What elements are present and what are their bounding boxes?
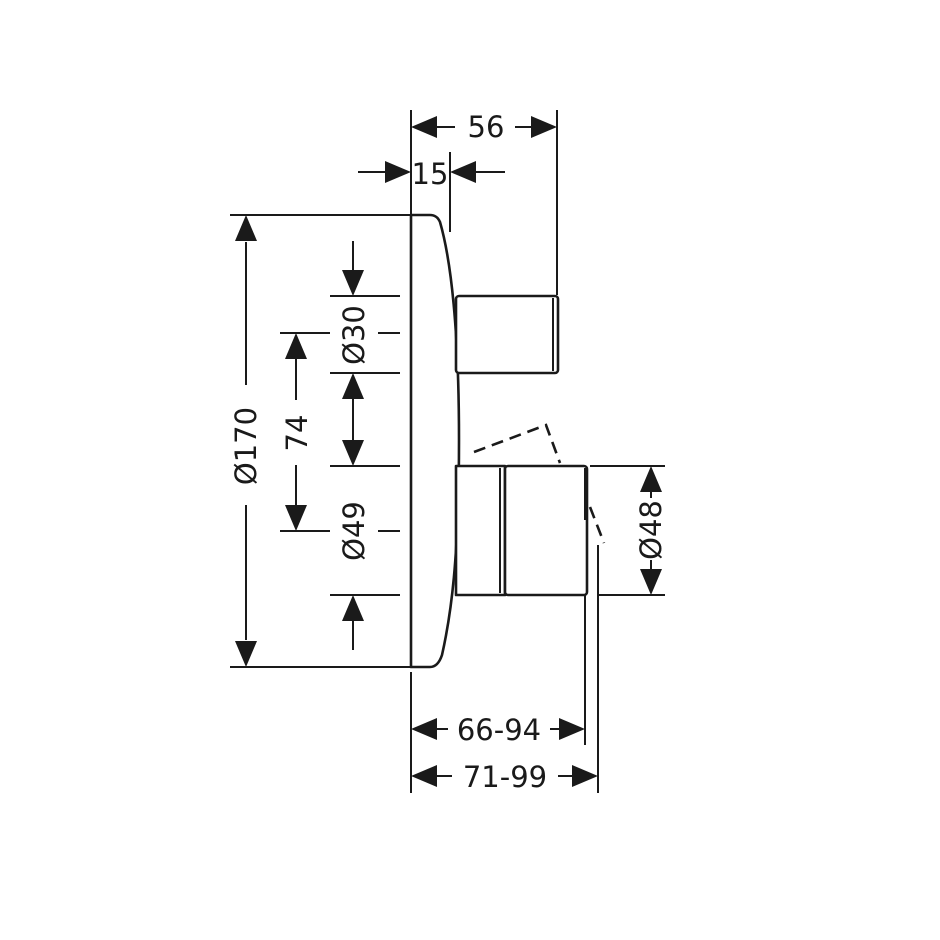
arrow-7199-left [411, 765, 437, 787]
lower-knob-body [454, 464, 507, 597]
arrow-30-bottom [342, 373, 364, 399]
arrow-15-left [385, 161, 411, 183]
wall-plate [409, 213, 461, 669]
top-knob [454, 294, 560, 375]
dim-30-label: Ø30 [337, 305, 371, 365]
arrow-15-right [450, 161, 476, 183]
dim-7199-label: 71-99 [463, 760, 547, 794]
arrow-48-bottom [640, 569, 662, 595]
arrow-56-right [531, 116, 557, 138]
arrow-48-top [640, 466, 662, 492]
dim-74-label: 74 [280, 415, 314, 452]
dim-48-label: Ø48 [634, 500, 668, 560]
arrow-49-top [342, 440, 364, 466]
arrow-56-left [411, 116, 437, 138]
arrow-170-bottom [235, 641, 257, 667]
dim-49-label: Ø49 [337, 501, 371, 561]
arrow-7199-right [572, 765, 598, 787]
dim-56-label: 56 [468, 110, 505, 144]
arrow-74-top [285, 333, 307, 359]
arrow-49-bottom [342, 595, 364, 621]
arrow-6694-right [559, 718, 585, 740]
arrow-170-top [235, 215, 257, 241]
dim-170-label: Ø170 [229, 407, 263, 485]
arrowheads [235, 116, 662, 787]
handle-dashed-alternate-position [473, 423, 606, 544]
extension-lines [230, 110, 665, 793]
handle-body [503, 464, 589, 597]
dim-6694-label: 66-94 [457, 713, 541, 747]
arrow-74-bottom [285, 505, 307, 531]
dim-15-label: 15 [412, 157, 449, 191]
arrow-30-top [342, 270, 364, 296]
dimension-labels: 56 15 Ø170 Ø30 74 Ø49 Ø48 66-94 71-99 [229, 110, 668, 794]
arrow-6694-left [411, 718, 437, 740]
